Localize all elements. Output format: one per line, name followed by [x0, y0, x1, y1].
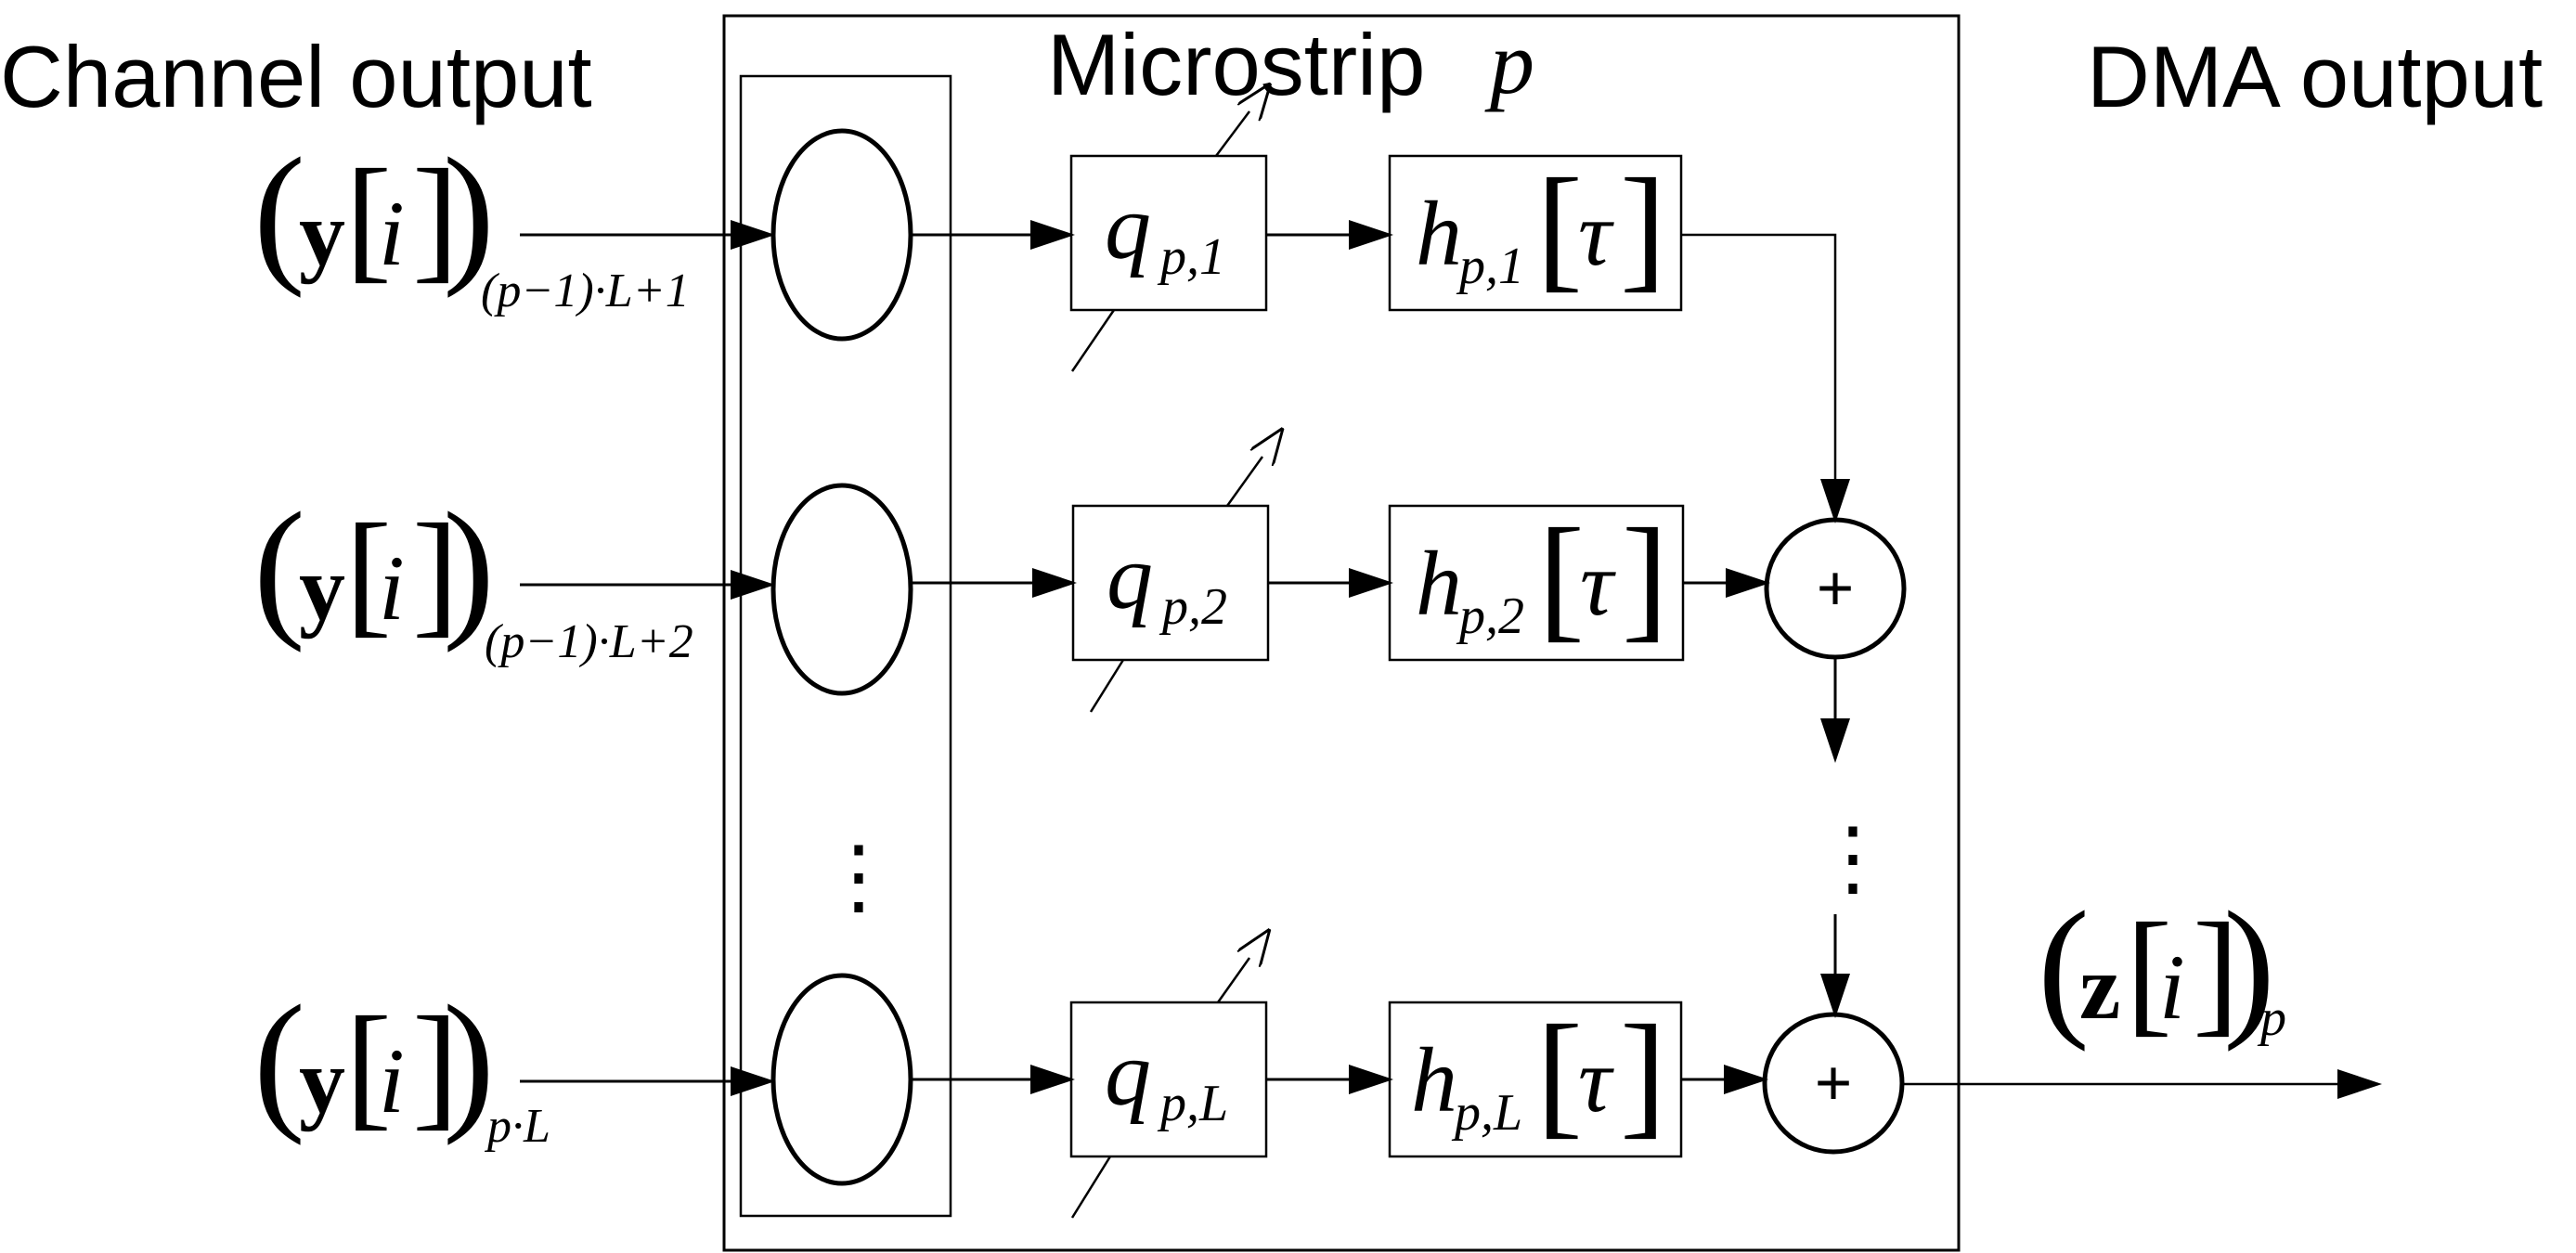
svg-text:y: y — [299, 536, 345, 639]
svg-text:[: [ — [1536, 150, 1583, 304]
svg-text:p,1: p,1 — [1157, 228, 1225, 286]
svg-text:]: ] — [412, 988, 459, 1143]
svg-text:]: ] — [1622, 500, 1668, 654]
microstrip-box — [722, 14, 1961, 1252]
svg-text:+: + — [1816, 551, 1854, 626]
svg-text:p,2: p,2 — [1159, 578, 1227, 636]
svg-text:z: z — [2079, 936, 2120, 1039]
svg-text:[: [ — [345, 496, 392, 650]
svg-text:y: y — [299, 1029, 345, 1132]
svg-text:τ: τ — [1578, 182, 1614, 285]
svg-text:q: q — [1107, 525, 1153, 628]
svg-text:[: [ — [2126, 895, 2172, 1049]
radiating-element-l — [770, 973, 913, 1186]
microstrip-label: Microstrip — [1047, 16, 1425, 113]
svg-text:): ) — [443, 974, 495, 1146]
svg-text:τ: τ — [1580, 532, 1616, 635]
svg-text:[: [ — [1538, 500, 1585, 654]
dma-output-label: DMA output — [2087, 28, 2543, 125]
svg-text:p·L: p·L — [484, 1100, 550, 1153]
elements-ellipsis: ⋮ — [817, 832, 900, 924]
radiating-elements-frame — [739, 74, 952, 1218]
svg-text:i: i — [379, 536, 405, 639]
output-label: ( z [ i ] ) p — [2038, 880, 2286, 1053]
svg-text:i: i — [379, 1029, 405, 1132]
svg-text:τ: τ — [1578, 1028, 1614, 1131]
svg-text:i: i — [379, 182, 405, 285]
svg-text:(: ( — [253, 481, 305, 653]
svg-text:]: ] — [412, 141, 459, 295]
svg-text:]: ] — [412, 496, 459, 650]
svg-text:[: [ — [345, 988, 392, 1143]
svg-text:[: [ — [1536, 997, 1583, 1151]
h1-to-adder-arrow — [1681, 233, 1850, 523]
radiating-element-1 — [770, 128, 913, 342]
radiating-element-2 — [770, 483, 913, 696]
svg-text:p,2: p,2 — [1456, 588, 1524, 645]
svg-text:h: h — [1416, 532, 1462, 635]
h-block-2: h p,2 [ τ ] — [1388, 500, 1685, 662]
input-label-l: ( y [ i ] ) p·L — [253, 974, 550, 1153]
svg-text:): ) — [443, 481, 495, 653]
svg-text:]: ] — [1620, 150, 1666, 304]
adders-ellipsis: ⋮ — [1811, 813, 1895, 905]
svg-text:y: y — [299, 182, 345, 285]
input-label-2: ( y [ i ] ) (p−1)·L+2 — [253, 481, 693, 668]
svg-text:+: + — [1814, 1046, 1852, 1120]
microstrip-index: p — [1484, 13, 1534, 112]
svg-text:(p−1)·L+2: (p−1)·L+2 — [485, 615, 693, 668]
svg-text:i: i — [2159, 936, 2185, 1039]
svg-text:): ) — [2223, 880, 2275, 1053]
svg-text:(: ( — [2038, 880, 2090, 1053]
h-block-1: h p,1 [ τ ] — [1388, 150, 1683, 312]
adder-2: + — [1764, 517, 1907, 660]
svg-text:p,1: p,1 — [1456, 238, 1524, 295]
svg-text:]: ] — [1620, 997, 1666, 1151]
svg-text:): ) — [443, 126, 495, 299]
h-block-l: h p,L [ τ ] — [1388, 997, 1683, 1158]
svg-text:p: p — [2257, 989, 2286, 1047]
q-block-l: q p,L — [1069, 958, 1266, 1219]
channel-output-label: Channel output — [0, 28, 592, 125]
svg-text:p,L: p,L — [1157, 1075, 1228, 1132]
svg-text:q: q — [1105, 175, 1151, 278]
svg-text:h: h — [1416, 182, 1462, 285]
adder-l: + — [1762, 1012, 1905, 1155]
svg-text:(p−1)·L+1: (p−1)·L+1 — [481, 265, 690, 317]
svg-text:]: ] — [2193, 895, 2239, 1049]
svg-text:q: q — [1105, 1022, 1151, 1125]
svg-text:h: h — [1411, 1028, 1457, 1131]
svg-text:(: ( — [253, 126, 305, 299]
svg-text:[: [ — [345, 141, 392, 295]
q-block-2: q p,2 — [1071, 457, 1268, 713]
svg-text:(: ( — [253, 974, 305, 1146]
svg-text:p,L: p,L — [1451, 1084, 1522, 1142]
q-block-1: q p,1 — [1069, 111, 1266, 372]
input-label-1: ( y [ i ] ) (p−1)·L+1 — [253, 126, 690, 317]
